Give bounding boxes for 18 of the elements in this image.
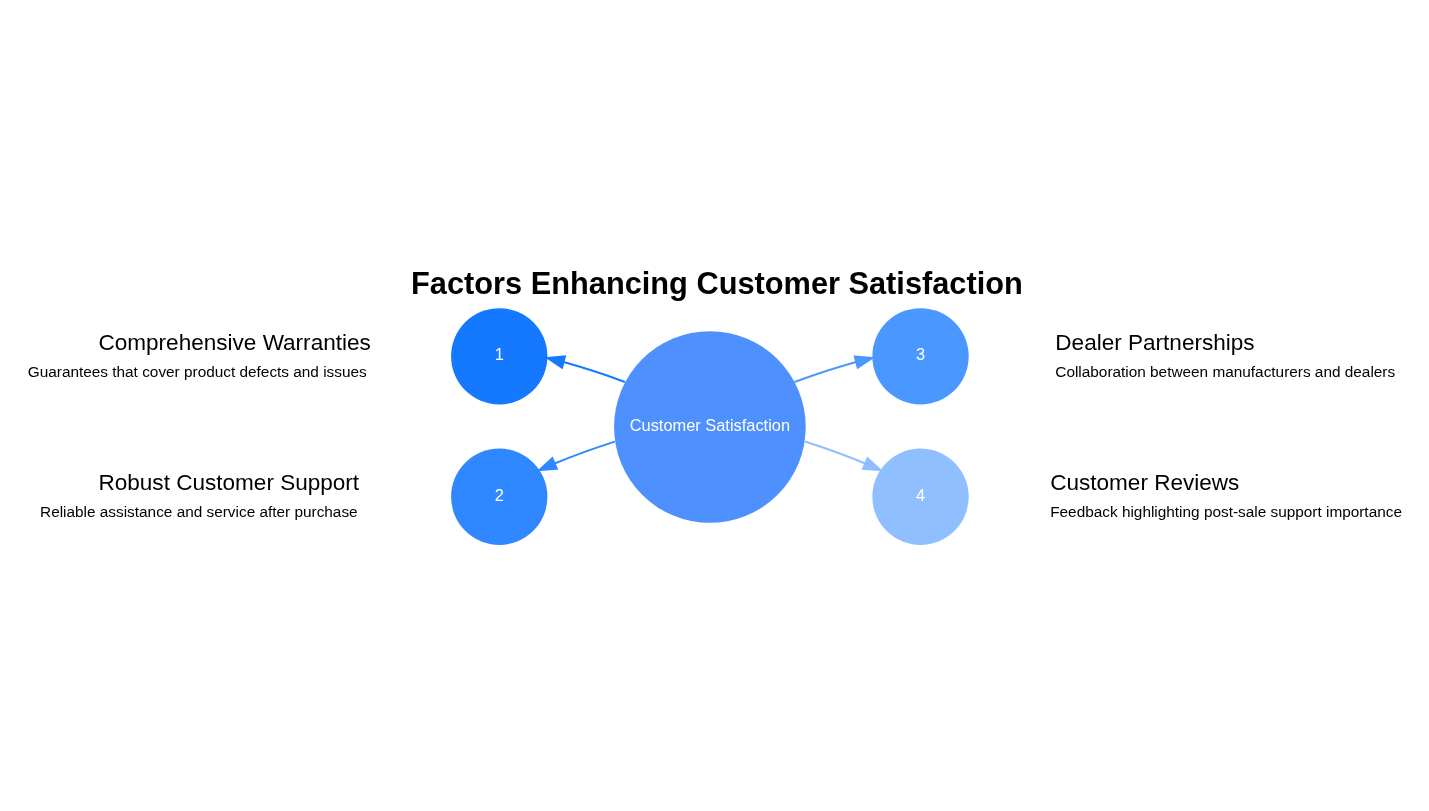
node-label: Guarantees that cover product defects and issues [27, 362, 367, 380]
node-circle: 1 [451, 308, 548, 405]
arrow [536, 440, 616, 472]
node-label: Robust Customer Support [98, 470, 360, 496]
node-label: Feedback highlighting post-sale support importance [1050, 503, 1402, 521]
node-circle: 4 [872, 448, 969, 545]
arrow [794, 355, 876, 383]
node-label: Dealer Partnerships [1055, 329, 1255, 355]
node-label: Customer Reviews [1050, 470, 1240, 496]
arrow [804, 440, 884, 472]
node-circle: 3 [872, 308, 969, 405]
node-label: Comprehensive Warranties [98, 329, 371, 355]
node-label: Collaboration between manufacturers and dealers [1055, 362, 1396, 380]
diagram-title: Factors Enhancing Customer Satisfaction [411, 265, 1023, 301]
arrow [544, 355, 626, 383]
node-circle: Customer Satisfaction [614, 331, 806, 523]
node-label: Reliable assistance and service after purchase [40, 503, 358, 521]
node-circle: 2 [451, 448, 548, 545]
